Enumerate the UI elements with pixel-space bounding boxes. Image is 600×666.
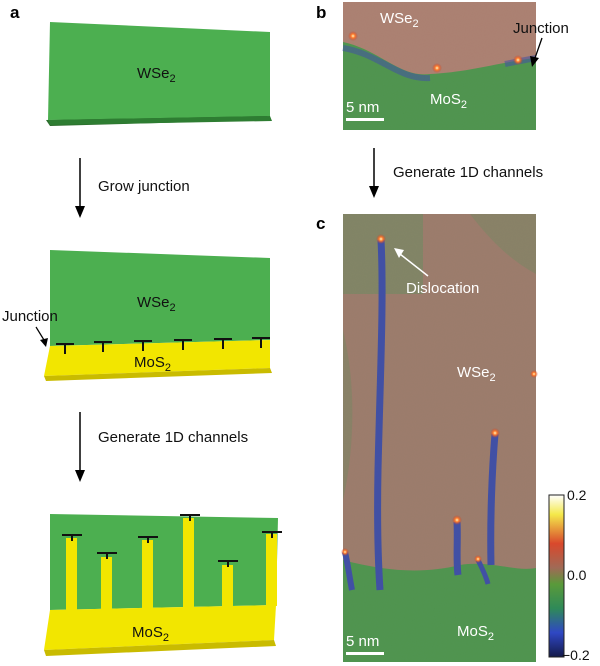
- junction-sheet: [44, 250, 272, 381]
- step3-mos2-label: MoS2: [132, 624, 169, 644]
- grow-junction-arrow: [75, 158, 85, 218]
- c-wse2-label: WSe2: [457, 364, 496, 384]
- b-wse2-label: WSe2: [380, 10, 419, 30]
- panel-a-label: a: [10, 3, 20, 22]
- colorbar-tick-min: −0.2: [562, 647, 590, 663]
- generate-channels-arrow-a: [75, 412, 85, 482]
- channels-sheet: [44, 514, 278, 656]
- b-junction-label: Junction: [513, 20, 569, 37]
- step2-mos2-label: MoS2: [134, 354, 171, 374]
- dislocation-markers: [56, 337, 270, 354]
- colorbar-tick-max: 0.2: [567, 487, 587, 503]
- c-mos2-label: MoS2: [457, 623, 494, 643]
- colorbar-tick-zero: 0.0: [567, 567, 587, 583]
- generate-channels-text-a: Generate 1D channels: [98, 429, 248, 446]
- generate-channels-text-bc: Generate 1D channels: [393, 164, 543, 181]
- channel-dislocation-markers: [62, 514, 282, 567]
- c-dislocation-arrow: [394, 248, 429, 277]
- b-mos2-label: MoS2: [430, 91, 467, 111]
- panel-c-label: c: [316, 214, 325, 233]
- generate-channels-arrow-bc: [369, 148, 379, 198]
- panel-c-image: [341, 214, 538, 662]
- step1-wse2-label: WSe2: [137, 65, 176, 85]
- step2-junction-label: Junction: [2, 308, 58, 325]
- grow-junction-text: Grow junction: [98, 178, 190, 195]
- b-scale-text: 5 nm: [346, 99, 379, 116]
- step2-wse2-label: WSe2: [137, 294, 176, 314]
- c-dislocation-label: Dislocation: [406, 280, 479, 297]
- c-scale-bar: [346, 652, 384, 655]
- colorbar: [548, 494, 565, 658]
- b-scale-bar: [346, 118, 384, 121]
- panel-b-image: [342, 2, 537, 130]
- b-junction-arrow: [530, 37, 543, 67]
- c-scale-text: 5 nm: [346, 633, 379, 650]
- step2-junction-arrow: [35, 326, 48, 347]
- panel-b-label: b: [316, 3, 326, 22]
- wse2-sheet: [46, 22, 272, 126]
